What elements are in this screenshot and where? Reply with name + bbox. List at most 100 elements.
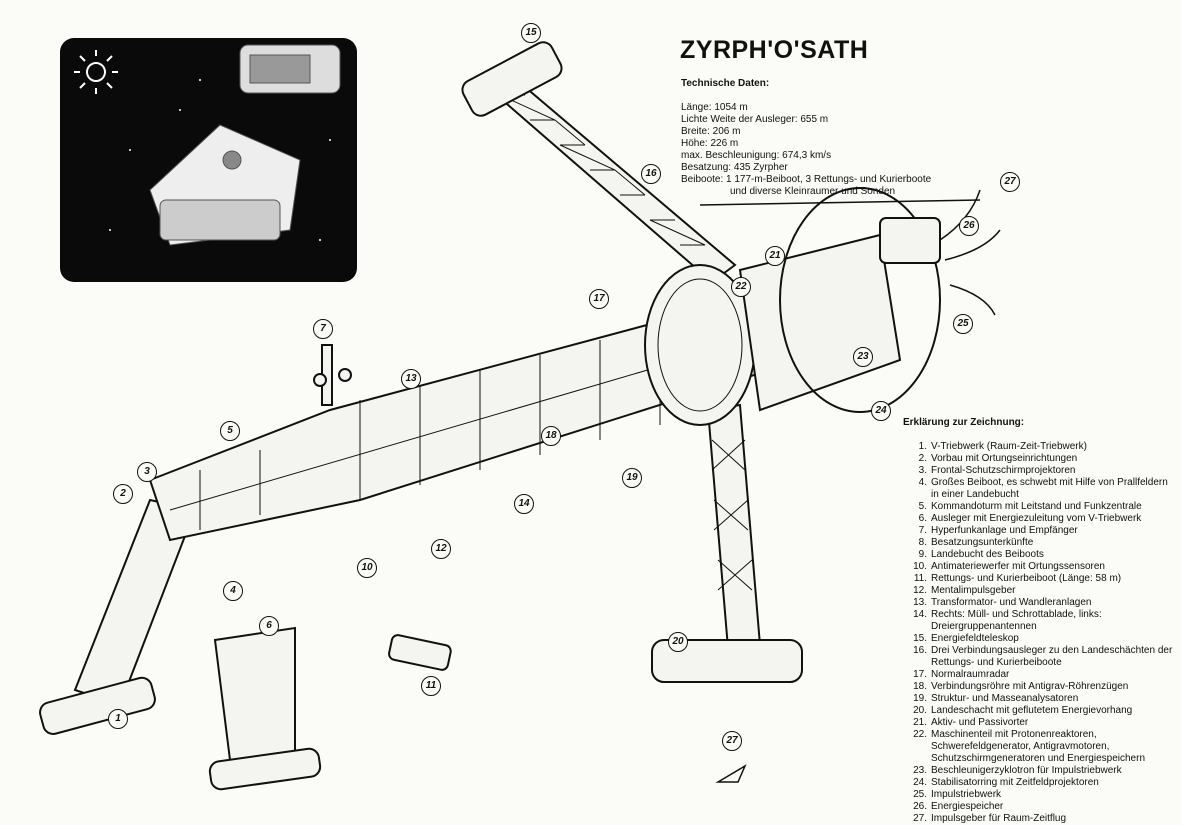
callout-number: 1 [108, 709, 128, 729]
legend-number: 10. [913, 561, 927, 572]
legend-number: 20. [913, 705, 927, 716]
callout-number: 24 [871, 401, 891, 421]
legend-item: 18.Verbindungsröhre mit Antigrav-Röhrenz… [903, 681, 1178, 693]
legend-item: 27. Impulsgeber für Raum-Zeitflug [903, 813, 1178, 825]
legend-text: Struktur- und Masseanalysatoren [931, 693, 1079, 704]
artist-signature [715, 764, 747, 783]
legend-text: Energiefeldteleskop [931, 633, 1019, 644]
legend-number: 1. [918, 441, 927, 452]
callout-number: 19 [622, 468, 642, 488]
legend-number: 2. [918, 453, 927, 464]
legend-item: 20.Landeschacht mit geflutetem Energievo… [903, 705, 1178, 717]
callout-number: 27 [722, 731, 742, 751]
legend: Erklärung zur Zeichnung: 1. V-Triebwerk (… [903, 417, 1178, 825]
legend-number: 11. [913, 573, 927, 584]
legend-number: 17. [913, 669, 927, 680]
courier-boat [388, 634, 452, 671]
legend-item: 25.Impulstriebwerk [903, 789, 1178, 801]
callout-number: 22 [731, 277, 751, 297]
callout-number: 16 [641, 164, 661, 184]
legend-heading: Erklärung zur Zeichnung: [903, 417, 1025, 428]
callout-number: 7 [313, 319, 333, 339]
technical-data-row: Lichte Weite der Ausleger: 655 m [681, 114, 829, 125]
rear-ring [779, 187, 941, 413]
legend-item: 23.Beschleunigerzyklotron für Impulstrie… [903, 765, 1178, 777]
callout-number: 2 [113, 484, 133, 504]
callout-number: 12 [431, 539, 451, 559]
legend-item: 5.Kommandoturm mit Leitstand und Funkzen… [903, 501, 1178, 513]
legend-item: 21. Aktiv- und Passivorter [903, 717, 1178, 729]
legend-number: 16. [913, 645, 927, 656]
star-sun-icon [74, 50, 118, 94]
legend-number: 3. [918, 465, 927, 476]
technical-data-row: Höhe: 226 m [681, 138, 739, 149]
legend-number: 15. [913, 633, 927, 644]
ship-title: ZYRPH'O'SATH [680, 36, 869, 64]
legend-text: V-Triebwerk (Raum-Zeit-Triebwerk) [931, 441, 1087, 452]
callout-number: 27 [1000, 172, 1020, 192]
legend-text: Landebucht des Beiboots [931, 549, 1044, 560]
legend-number: 5. [918, 501, 927, 512]
callout-number: 25 [953, 314, 973, 334]
legend-number: 9. [918, 549, 927, 560]
legend-number: 21. [913, 717, 927, 728]
legend-number: 14. [913, 609, 927, 620]
technical-data-continuation: und diverse Kleinraumer und Sonden [730, 186, 896, 197]
lower-landing-shaft [651, 639, 803, 683]
exhaust-flare [939, 189, 1001, 316]
legend-number: 19. [913, 693, 927, 704]
legend-item: 15. Energiefeldteleskop [903, 633, 1178, 645]
lower-boom [706, 403, 762, 650]
callout-number: 18 [541, 426, 561, 446]
legend-text: Vorbau mit Ortungseinrichtungen [931, 453, 1078, 464]
legend-item: 12.Mentalimpulsgeber [903, 585, 1178, 597]
legend-text: Besatzungsunterkünfte [931, 537, 1034, 548]
legend-item: 1. V-Triebwerk (Raum-Zeit-Triebwerk) [903, 441, 1178, 453]
legend-number: 24. [913, 777, 927, 788]
technical-data-row: Beiboote: 1 177-m-Beiboot, 3 Rettungs- u… [681, 174, 932, 185]
legend-item: 14. Rechts: Müll- und Schrottablade, link… [903, 609, 1178, 633]
callout-number: 20 [668, 632, 688, 652]
callout-number: 13 [401, 369, 421, 389]
legend-number: 12. [913, 585, 927, 596]
technical-data-row: Länge: 1054 m [681, 102, 748, 113]
legend-number: 22. [913, 729, 927, 740]
legend-number: 27. [913, 813, 927, 824]
legend-item: 22. Maschinenteil mit Protonenreaktoren, … [903, 729, 1178, 765]
technical-data-row: Besatzung: 435 Zyrpher [681, 162, 788, 173]
legend-number: 8. [918, 537, 927, 548]
legend-item: 17.Normalraumradar [903, 669, 1178, 681]
callout-number: 26 [959, 216, 979, 236]
legend-text: Rechts: Müll- und Schrottablade, links: … [931, 609, 1102, 632]
legend-text: Impulsgeber für Raum-Zeitflug [931, 813, 1067, 824]
upper-landing-shaft [461, 41, 563, 117]
callout-number: 17 [589, 289, 609, 309]
callout-number: 4 [223, 581, 243, 601]
callout-number: 14 [514, 494, 534, 514]
legend-text: Maschinenteil mit Protonenreaktoren, Sch… [931, 729, 1146, 764]
legend-number: 7. [918, 525, 927, 536]
callout-number: 5 [220, 421, 240, 441]
technical-data-heading: Technische Daten: [681, 78, 770, 89]
boom-detail [213, 626, 296, 761]
legend-text: Aktiv- und Passivorter [931, 717, 1029, 728]
legend-text: Ausleger mit Energiezuleitung vom V-Trie… [931, 513, 1142, 524]
legend-text: Frontal-Schutzschirmprojektoren [931, 465, 1076, 476]
legend-text: Großes Beiboot, es schwebt mit Hilfe von… [931, 477, 1168, 500]
technical-data-row: Breite: 206 m [681, 126, 741, 137]
legend-number: 13. [913, 597, 927, 608]
legend-number: 23. [913, 765, 927, 776]
legend-item: 16. Drei Verbindungsausleger zu den Lande… [903, 645, 1178, 669]
inset-exterior-view [60, 38, 357, 282]
callout-number: 10 [357, 558, 377, 578]
legend-item: 9. Landebucht des Beiboots [903, 549, 1178, 561]
legend-item: 3. Frontal-Schutzschirmprojektoren [903, 465, 1178, 477]
legend-text: Antimateriewerfer mit Ortungssensoren [931, 561, 1105, 572]
legend-item: 10. Antimateriewerfer mit Ortungssensoren [903, 561, 1178, 573]
legend-text: Stabilisatorring mit Zeitfeldprojektoren [931, 777, 1099, 788]
legend-text: Drei Verbindungsausleger zu den Landesch… [931, 645, 1173, 668]
legend-item: 6.Ausleger mit Energiezuleitung vom V-Tr… [903, 513, 1178, 525]
legend-text: Impulstriebwerk [931, 789, 1002, 800]
legend-item: 2. Vorbau mit Ortungseinrichtungen [903, 453, 1178, 465]
